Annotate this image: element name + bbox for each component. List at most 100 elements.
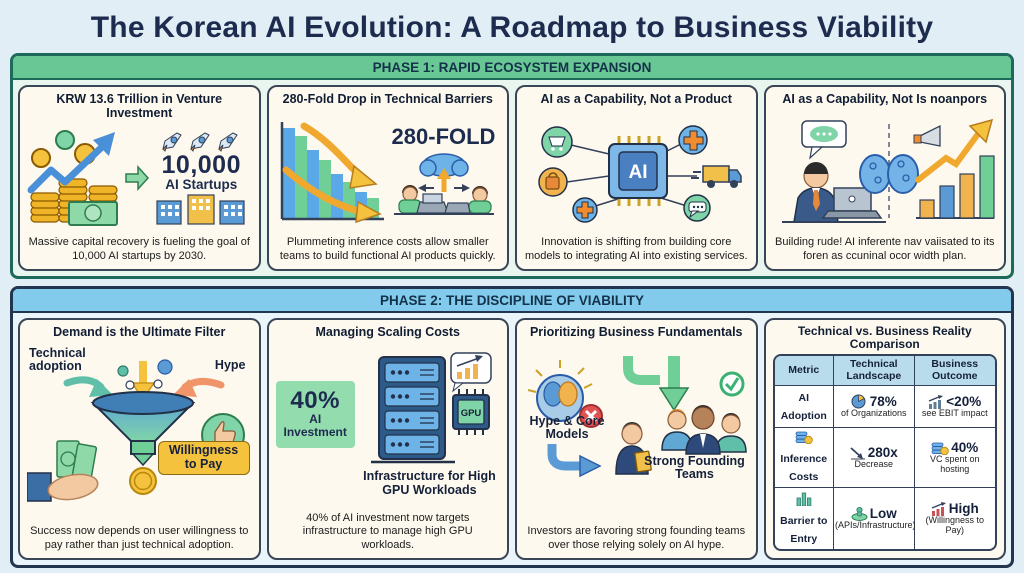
investment-stat: 40%: [290, 387, 340, 415]
reject-label: Hype & Core Models: [529, 414, 605, 442]
funnel-right-label: Hype: [214, 358, 246, 372]
card-ai-capability-2: AI as a Capability, Not Is noanpors: [763, 85, 1006, 271]
truck-icon: [691, 165, 742, 189]
cell-value: 280x: [867, 444, 898, 460]
phase2-banner: PHASE 2: THE DISCIPLINE OF VIABILITY: [13, 289, 1011, 313]
infrastructure-label: Infrastructure for High GPU Workloads: [363, 469, 496, 497]
hand-money-icon: [27, 440, 99, 502]
card-scaling-costs: Managing Scaling Costs 40% AI Investment: [266, 318, 509, 560]
check-icon: [719, 371, 745, 397]
chart-bubble-icon: [450, 352, 493, 393]
growth-chart-icon: [931, 501, 946, 516]
buildings-icon: [156, 194, 245, 225]
table-row: AI Adoption 78% of Organizations <20: [774, 386, 995, 428]
megaphone-icon: [913, 125, 941, 147]
person-brain-chart-icon: [781, 119, 995, 224]
declining-chart-icon: [280, 122, 384, 224]
card-title: KRW 13.6 Trillion in Venture Investment: [56, 92, 223, 120]
green-arrow-icon: [623, 356, 660, 386]
infrastructure-illustration: 40% AI Investment: [275, 339, 501, 512]
cell-value: High: [948, 501, 979, 517]
businessman-icon: [615, 422, 652, 475]
growth-chart-icon: [929, 394, 944, 409]
server-gpu-icon: GPU: [371, 352, 493, 464]
card-caption: Building rude! AI inferente nav vaiisate…: [774, 236, 995, 262]
funnel-left-label: Technical adoption: [29, 346, 86, 374]
card-title: AI as a Capability, Not Is noanpors: [782, 92, 988, 106]
phase1-cards: KRW 13.6 Trillion in Venture Investment: [13, 80, 1011, 276]
card-caption: Innovation is shifting from building cor…: [524, 236, 748, 262]
phase1-section: PHASE 1: RAPID ECOSYSTEM EXPANSION KRW 1…: [10, 53, 1014, 279]
decline-icon: [850, 446, 865, 460]
card-caption: Success now depends on user willingness …: [30, 525, 249, 551]
startup-count: 10,000: [161, 151, 241, 180]
card-reality-comparison: Technical vs. Business Reality Compariso…: [763, 318, 1006, 560]
team-group-icon: [661, 405, 747, 455]
header-technical: Technical Landscape: [834, 355, 915, 387]
card-title: Prioritizing Business Fundamentals: [529, 325, 743, 339]
card-title: Technical vs. Business Reality Compariso…: [797, 324, 972, 352]
funnel-icon: [27, 359, 245, 502]
cell-value: Low: [869, 505, 897, 521]
cell-sub: Decrease: [854, 458, 894, 469]
cell-value: <20%: [946, 393, 982, 409]
willingness-tag: Willingness to Pay: [157, 441, 250, 475]
brain-icon: [858, 154, 919, 195]
rockets-icon: [162, 132, 238, 153]
card-demand-filter: Demand is the Ultimate Filter: [18, 318, 261, 560]
table-header-row: Metric Technical Landscape Business Outc…: [774, 355, 995, 387]
card-caption: 40% of AI investment now targets infrast…: [302, 511, 473, 551]
table-row: Barrier to Entry Low (APIs/Infrastructur…: [775, 488, 996, 549]
phase2-section: PHASE 2: THE DISCIPLINE OF VIABILITY Dem…: [10, 286, 1014, 568]
card-title: 280-Fold Drop in Technical Barriers: [282, 92, 493, 106]
comparison-table-wrap: Metric Technical Landscape Business Outc…: [772, 352, 997, 553]
coins-icon: [931, 442, 949, 455]
arrow-right-icon: [125, 165, 149, 192]
cell-sub: see EBIT impact: [921, 407, 988, 418]
gpu-label: GPU: [461, 408, 482, 419]
card-title: Demand is the Ultimate Filter: [53, 325, 226, 339]
cloud-team-icon: [393, 153, 494, 216]
venture-investment-illustration: 10,000 AI Startups: [27, 120, 252, 236]
cell-value: 78%: [869, 393, 897, 409]
pie-chart-icon: [851, 394, 866, 409]
investment-highlight: 40% AI Investment: [275, 381, 355, 448]
chip-label: AI: [629, 162, 648, 183]
startup-count-label: AI Startups: [165, 177, 238, 193]
blue-arrow-icon: [547, 444, 582, 471]
card-caption: Investors are favoring strong founding t…: [527, 525, 746, 551]
funnel-illustration: Technical adoption Hype Willingness to P…: [27, 339, 252, 525]
card-business-fundamentals: Prioritizing Business Fundamentals: [515, 318, 758, 560]
card-caption: Plummeting inference costs allow smaller…: [279, 236, 496, 262]
page-title: The Korean AI Evolution: A Roadmap to Bu…: [90, 11, 934, 44]
barrier-icon: [796, 492, 812, 507]
brain-growth-illustration: [773, 106, 998, 236]
phase2-cards: Demand is the Ultimate Filter: [13, 313, 1011, 565]
card-technical-barriers: 280-Fold Drop in Technical Barriers: [266, 85, 509, 271]
accept-label: Strong Founding Teams: [644, 454, 745, 482]
header-business: Business Outcome: [914, 355, 995, 387]
cell-value: 40%: [951, 439, 979, 455]
metric-label: Barrier to Entry: [780, 514, 828, 545]
header-metric: Metric: [774, 355, 835, 387]
card-caption: Massive capital recovery is fueling the …: [28, 236, 250, 262]
cell-sub: of Organizations: [841, 408, 907, 419]
founding-teams-illustration: Hype & Core Models Strong Founding Teams: [524, 339, 749, 525]
cell-sub: (APIs/Infrastructure): [835, 520, 916, 531]
metric-label: AI Adoption: [780, 392, 827, 423]
cell-sub: (Willingness to Pay): [925, 514, 985, 535]
card-title: AI as a Capability, Not a Product: [540, 92, 732, 106]
barrier-drop-illustration: 280-FOLD: [276, 106, 501, 236]
low-barrier-icon: [851, 507, 868, 522]
card-venture-investment: KRW 13.6 Trillion in Venture Investment: [18, 85, 261, 271]
phase1-banner: PHASE 1: RAPID ECOSYSTEM EXPANSION: [13, 56, 1011, 80]
card-title: Managing Scaling Costs: [315, 325, 460, 339]
table-row: Inference Costs 280x Decrease: [774, 427, 995, 489]
fold-stat: 280-FOLD: [391, 124, 496, 150]
coins-icon: [795, 431, 813, 445]
ai-chip-illustration: AI: [524, 106, 749, 236]
ai-chip-network-icon: AI: [538, 125, 742, 223]
card-ai-capability: AI as a Capability, Not a Product AI: [515, 85, 758, 271]
cell-sub: VC spent on hosting: [929, 453, 980, 474]
teams-icon: [527, 356, 747, 478]
